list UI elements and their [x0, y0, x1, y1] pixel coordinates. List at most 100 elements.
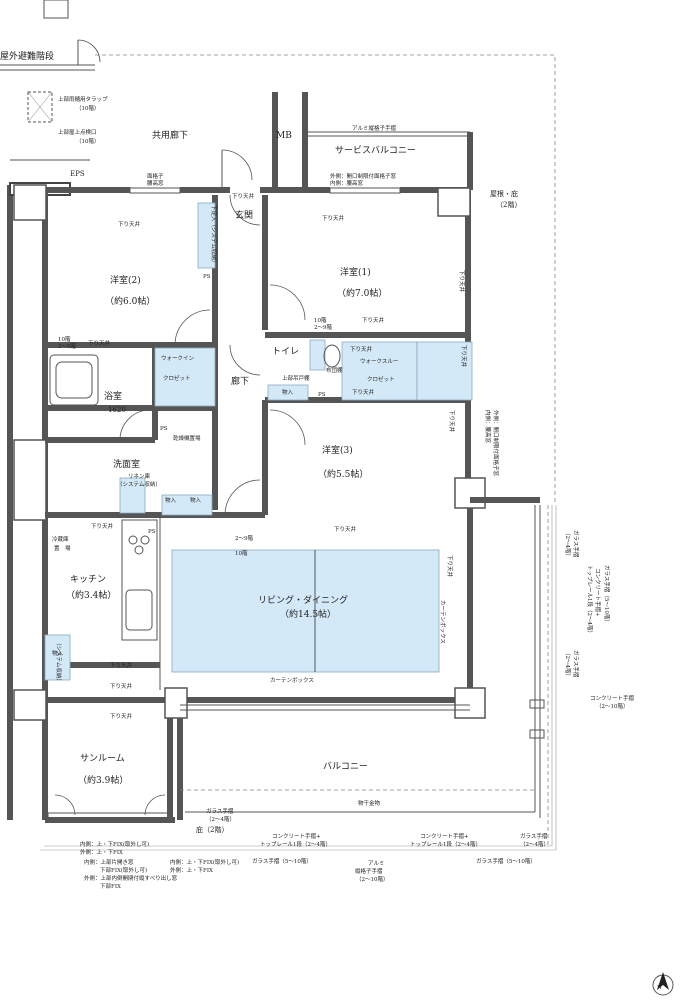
label-youshitsu2-size: （約6.0帖）: [105, 295, 155, 307]
vertical-labels: カーテンボックス 下り天井 下り天井 下り天井 下足入（システム収納） （システ…: [55, 205, 611, 684]
label-sagari-6: 下り天井: [350, 345, 373, 353]
label-youshitsu1-size: （約7.0帖）: [337, 287, 387, 299]
label-kousi2: 腰高窓: [147, 179, 164, 187]
toilet-fixture: [323, 344, 341, 368]
label-sunroom-note6: 下部FIX: [100, 882, 121, 890]
label-sunroom: サンルーム: [80, 753, 125, 764]
label-floors-2-9c: 2～9階: [235, 534, 253, 542]
label-monoire-4: 物入: [52, 649, 64, 657]
label-sagari-v4: 下り天井: [448, 410, 456, 433]
label-sagari-v2: 下り天井: [458, 270, 466, 293]
label-sagari-7: 下り天井: [352, 388, 375, 396]
label-glass-rail-right-floor: （2～4階）: [520, 840, 549, 848]
label-window-right: 外側：開口制限付面格子窓: [492, 410, 500, 477]
label-window-note-top: 外側：開口制限付面格子窓: [330, 172, 397, 180]
label-linen-sys: （システム収納）: [117, 480, 161, 488]
label-monoire-1: 物入: [165, 496, 177, 504]
label-toilet: トイレ: [272, 347, 299, 357]
sunroom-windows: [47, 794, 171, 820]
label-walkthrough2: クロゼット: [367, 375, 395, 383]
label-youshitsu3-size: （約5.5帖）: [318, 468, 368, 480]
label-sunroom-note4: 下部FIX(取外し可): [100, 866, 147, 874]
label-floors-10c: 10階: [235, 549, 248, 557]
label-living-size: （約14.5帖）: [280, 608, 336, 620]
balcony-outer-line2: [44, 505, 553, 847]
label-kitchen: キッチン: [70, 574, 106, 585]
label-glass-rail-5-10-right: ガラス手摺（5～10階）: [476, 857, 536, 865]
label-sunroom-note8: 外側：上・下FIX: [170, 866, 213, 874]
label-sunroom-note3: 内側：上部片開き窓: [84, 858, 134, 866]
label-ps-1: PS: [203, 274, 211, 280]
balcony-outer-line: [40, 505, 557, 851]
label-service-balcony: サービスバルコニー: [335, 145, 416, 156]
label-glass-rail-2-4: ガラス手摺: [206, 807, 234, 815]
label-sagari-10: 下り天井: [110, 661, 133, 669]
roof-boundary: [95, 54, 556, 505]
label-alumi-rail3: （2～10階）: [356, 875, 389, 883]
label-right-glass-mid: ガラス手摺: [572, 530, 580, 558]
label-roof: 屋根・庇: [490, 189, 518, 198]
label-north: N: [657, 985, 662, 991]
label-concrete-rail: コンクリート手摺+: [272, 832, 321, 840]
label-youshitsu2: 洋室(2): [110, 274, 141, 286]
label-sagari-1: 下り天井: [118, 220, 141, 228]
label-sagari-9: 下り天井: [334, 525, 357, 533]
label-monoire-3: 物入: [282, 388, 294, 396]
bathtub: [49, 354, 99, 406]
label-mb: MB: [276, 131, 292, 141]
label-monoire-sys: （システム収納）: [55, 640, 63, 684]
corridor-walls: [7, 92, 473, 820]
label-concrete-rail2-b: トップレール1段（2～4階）: [410, 840, 481, 848]
label-floors-2-9b: 2～9階: [58, 342, 76, 350]
label-walkin: ウォークイン: [161, 354, 195, 362]
label-yokushitsu-size: 1620: [108, 406, 126, 414]
label-hatch-bottom: 上部屋上点検口: [58, 128, 97, 136]
label-right-glass-mid-b: ガラス手摺: [572, 650, 580, 678]
label-right-glass-mid-floor-b: （2～4階）: [564, 650, 572, 679]
label-right-glass-mid-floor: （2～4階）: [564, 530, 572, 559]
label-living: リビング・ダイニング: [258, 594, 348, 606]
label-fridge: 冷蔵庫: [52, 535, 69, 543]
exterior-stair: [0, 0, 101, 123]
label-sagari-3: 下り天井: [322, 214, 345, 222]
label-window-note-top2: 内側：腰高窓: [330, 179, 364, 187]
north-arrow: [652, 972, 674, 996]
label-monohoshi: 物干金物: [358, 799, 381, 807]
kitchen-counter: [121, 519, 158, 641]
label-concrete-rail-b: コンクリート手摺+: [420, 832, 469, 840]
label-window-right2: 内側：腰高窓: [484, 410, 492, 444]
label-ps-3: PS: [160, 426, 168, 432]
label-curtain-box-v: カーテンボックス: [439, 600, 447, 644]
label-upper-shelf: 上部吊戸棚: [282, 374, 310, 382]
label-right-concrete: コンクリート手摺: [590, 694, 635, 702]
label-rouka: 廊下: [231, 375, 249, 387]
label-hatch-bottom-floor: （10階）: [76, 137, 100, 145]
label-glass-rail-right: ガラス手摺: [520, 832, 548, 840]
label-monoire-2: 物入: [190, 496, 202, 504]
label-sunroom-size: （約3.9帖）: [78, 774, 128, 786]
label-right-concrete-top2: トップレール1段（2～4階）: [586, 565, 594, 636]
label-exterior-stair: 屋外避難階段: [0, 50, 54, 62]
label-floors-2-9a: 2～9階: [314, 323, 332, 331]
label-sagari-4: 下り天井: [88, 339, 111, 347]
label-walkthrough: ウォークスルー: [360, 357, 398, 365]
north-windows: [129, 187, 401, 194]
label-eps: EPS: [70, 170, 85, 178]
label-glass-rail-2-4-floor: （2～4階）: [206, 815, 235, 823]
label-right-concrete-top: コンクリート手摺+: [594, 568, 602, 617]
label-alumi-rail2: 縦格子手摺: [355, 867, 383, 875]
label-sagari-11: 下り天井: [110, 682, 133, 690]
label-kitchen-size: （約3.4帖）: [66, 589, 116, 601]
label-hatch-top: 上部雨樋用タラップ: [58, 95, 108, 103]
label-alumi-rail: アルミ: [368, 860, 384, 867]
label-roof-floor: （2階）: [496, 200, 521, 209]
label-sagari-8: 下り天井: [91, 522, 114, 530]
label-youshitsu3: 洋室(3): [322, 444, 353, 456]
label-sunroom-note1: 内側：上・下FIX(取外し可): [80, 840, 149, 848]
label-futon: 布団棚: [326, 366, 343, 374]
label-linen: リネン庫: [128, 472, 151, 480]
label-laundry: 乾燥機置場: [173, 434, 201, 442]
label-sagari-5: 下り天井: [362, 316, 385, 324]
label-right-concrete-floor: （2～10階）: [596, 702, 629, 710]
label-curtain-box: カーテンボックス: [270, 676, 314, 684]
